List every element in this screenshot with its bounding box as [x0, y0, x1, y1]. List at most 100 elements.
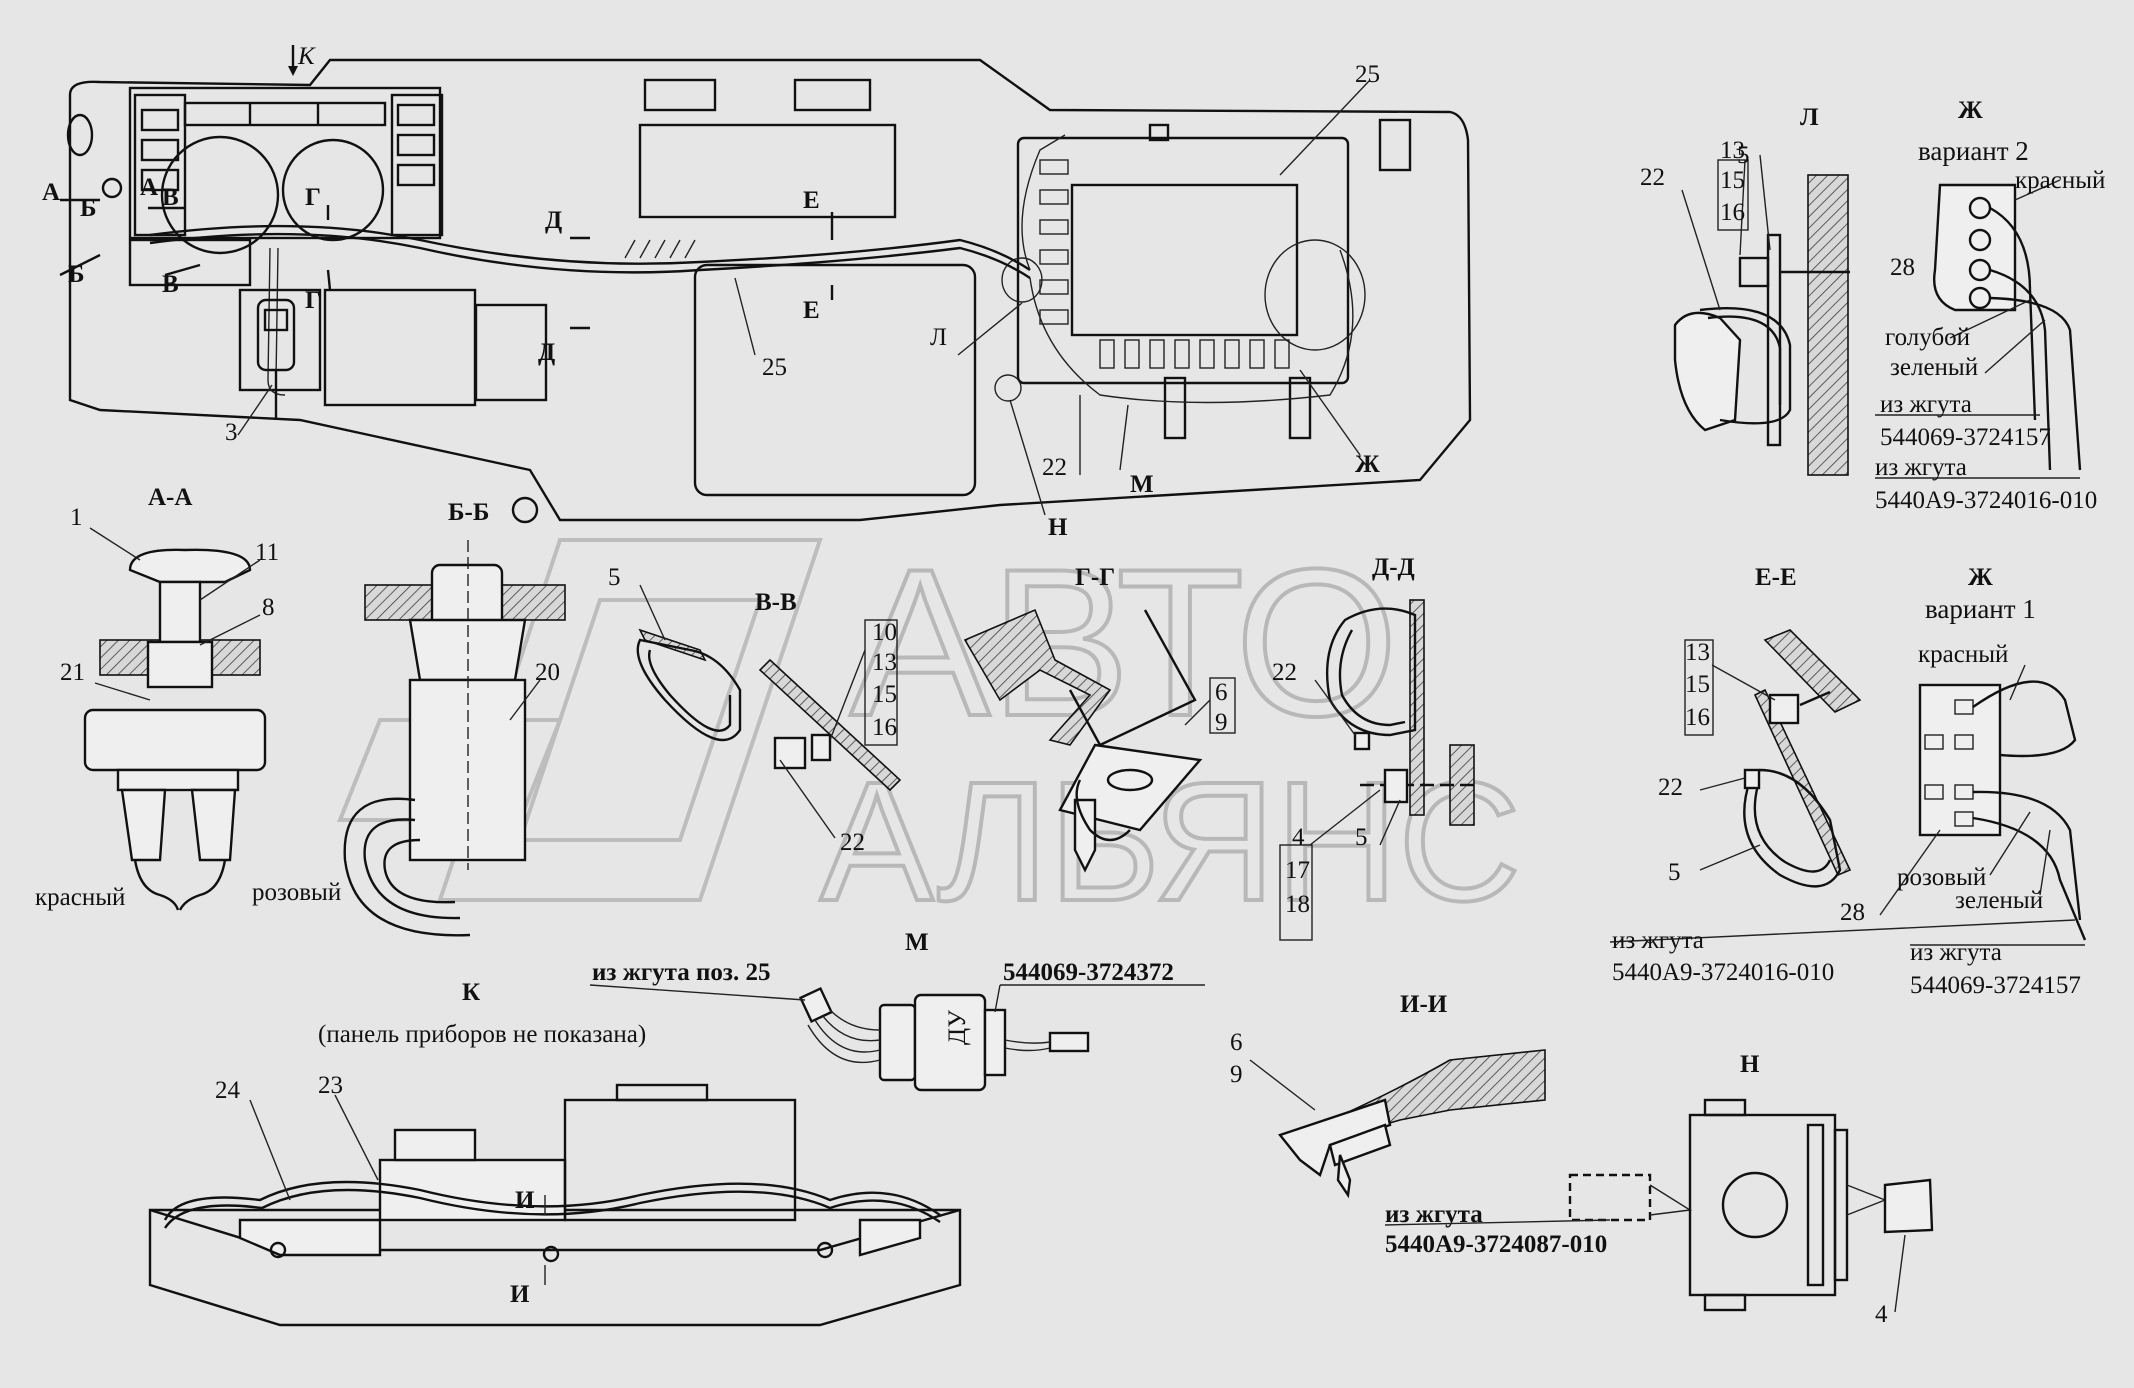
section-VV-label-13: 13	[872, 649, 897, 676]
label-B-left: Б	[80, 195, 97, 222]
section-DD-label-5: 5	[1355, 824, 1368, 851]
label-D-2: Д	[538, 339, 555, 366]
component-3	[256, 298, 296, 420]
section-Zh2-from-1: из жгута	[1880, 391, 1972, 418]
section-L-label-22: 22	[1640, 164, 1665, 191]
section-AA-label-11: 11	[255, 539, 279, 566]
section-DD: Д-Д 22 4 17 18 5	[1272, 554, 1480, 941]
section-Zh1-red: красный	[1918, 641, 2008, 668]
section-Zh2-code-2: 5440А9-3724016-010	[1875, 487, 2097, 514]
label-D-1: Д	[545, 207, 562, 234]
label-V-1: В	[162, 184, 179, 211]
section-Zh-variant-1: Ж вариант 1 красный розовый зеленый 28 и…	[1609, 564, 2087, 999]
section-K-label-23: 23	[318, 1072, 343, 1099]
section-BB-label-20: 20	[535, 659, 560, 686]
section-DD-label-18: 18	[1285, 891, 1310, 918]
section-DD-label-17: 17	[1285, 857, 1310, 884]
section-Zh2-red: красный	[2015, 167, 2105, 194]
section-DD-label-4: 4	[1292, 824, 1305, 851]
section-AA-title: А-А	[148, 484, 192, 511]
section-EE-label-22: 22	[1658, 774, 1683, 801]
section-EE-label-15: 15	[1685, 671, 1710, 698]
section-BB-title: Б-Б	[448, 499, 489, 526]
section-L-label-13: 13	[1720, 137, 1745, 164]
section-M-code: 544069-3724372	[1003, 959, 1174, 986]
section-L-label-5: 5	[1737, 142, 1750, 169]
section-M-from: из жгута поз. 25	[592, 959, 770, 986]
section-EE-label-5: 5	[1668, 859, 1681, 886]
section-L-label-16: 16	[1720, 199, 1745, 226]
section-K-title: К	[462, 979, 480, 1006]
section-K-label-I-1: И	[515, 1187, 535, 1214]
section-AA-label-8: 8	[262, 594, 275, 621]
section-II-title: И-И	[1400, 991, 1448, 1018]
section-K-note: (панель приборов не показана)	[318, 1021, 646, 1048]
main-dashboard-view: К 25 А Б А В Г Б В Г Д Е Е Д 25 Л 3 22 М…	[42, 43, 1472, 541]
section-M-title: М	[905, 929, 929, 956]
label-Zh-bottom: Ж	[1355, 451, 1380, 478]
vent-grille	[624, 239, 696, 259]
section-L: Л 13 15 16 22 5	[1640, 104, 1850, 476]
section-EE-label-16: 16	[1685, 704, 1710, 731]
section-VV-label-10: 10	[872, 619, 897, 646]
section-M-body-label: ДУ	[944, 1010, 971, 1045]
section-AA-pink: розовый	[252, 879, 341, 906]
section-Zh1-from-1: из жгута	[1612, 927, 1704, 954]
section-GG-title: Г-Г	[1075, 564, 1115, 591]
label-N-bottom: Н	[1048, 514, 1068, 541]
section-Zh2-from-2: из жгута	[1875, 454, 1967, 481]
section-N-label-4: 4	[1875, 1301, 1888, 1328]
section-Zh2-blue: голубой	[1885, 324, 1970, 351]
section-Zh1-code-1: 5440А9-3724016-010	[1612, 959, 1834, 986]
section-EE: Е-Е 13 15 16 22 5	[1658, 564, 1862, 888]
section-EE-title: Е-Е	[1755, 564, 1797, 591]
label-E-1: Е	[803, 187, 820, 214]
section-GG-label-9: 9	[1215, 709, 1228, 736]
fuse-box	[994, 123, 1366, 440]
section-VV: В-В 5 10 13 15 16 22	[608, 564, 902, 856]
section-AA-label-21: 21	[60, 659, 85, 686]
section-EE-label-13: 13	[1685, 639, 1710, 666]
section-Zh1-variant: вариант 1	[1925, 594, 2036, 624]
label-25-mid: 25	[762, 354, 787, 381]
section-K-label-I-2: И	[510, 1281, 530, 1308]
section-Zh1-code-2: 544069-3724157	[1910, 972, 2081, 999]
section-GG-label-6: 6	[1215, 679, 1228, 706]
section-Zh-variant-2: Ж вариант 2 красный 28 голубой зеленый и…	[1875, 97, 2105, 514]
section-DD-label-22: 22	[1272, 659, 1297, 686]
section-VV-label-22: 22	[840, 829, 865, 856]
label-3: 3	[225, 419, 238, 446]
section-Zh1-green: зеленый	[1955, 887, 2043, 914]
label-E-2: Е	[803, 297, 820, 324]
section-II-code: 5440А9-3724087-010	[1385, 1231, 1607, 1258]
section-VV-label-5: 5	[608, 564, 621, 591]
label-M-bottom: М	[1130, 471, 1154, 498]
section-Zh2-title: Ж	[1958, 97, 1983, 124]
section-Zh1-28: 28	[1840, 899, 1865, 926]
section-GG: Г-Г 6 9	[963, 564, 1236, 873]
watermark-text-1: АВТО	[850, 525, 1398, 760]
section-Zh2-28: 28	[1890, 254, 1915, 281]
section-N: Н 4	[1384, 1051, 1934, 1328]
section-markers	[59, 45, 834, 330]
section-Zh1-title: Ж	[1968, 564, 1993, 591]
section-VV-label-16: 16	[872, 714, 897, 741]
section-Zh1-from-2: из жгута	[1910, 939, 2002, 966]
section-Zh2-code-1: 544069-3724157	[1880, 424, 2051, 451]
section-BB: Б-Б 20	[343, 496, 566, 937]
section-Zh2-variant: вариант 2	[1918, 136, 2029, 166]
section-II: И-И 6 9 из жгута 5440А9-3724087-010	[1230, 991, 1607, 1258]
section-L-title: Л	[1800, 104, 1819, 131]
section-VV-title: В-В	[755, 589, 797, 616]
section-AA-label-1: 1	[70, 504, 83, 531]
section-M: М из жгута поз. 25 544069-3724372 ДУ	[589, 929, 1205, 1092]
section-AA: А-А 1 11 8 21 красный розовый	[35, 484, 341, 911]
label-V-2: В	[162, 271, 179, 298]
label-view-k: К	[297, 43, 316, 70]
label-22-bottom: 22	[1042, 454, 1067, 481]
section-Zh1-pink: розовый	[1897, 864, 1986, 891]
section-K-label-24: 24	[215, 1077, 241, 1104]
section-DD-title: Д-Д	[1372, 554, 1415, 581]
label-G-1: Г	[305, 184, 321, 211]
